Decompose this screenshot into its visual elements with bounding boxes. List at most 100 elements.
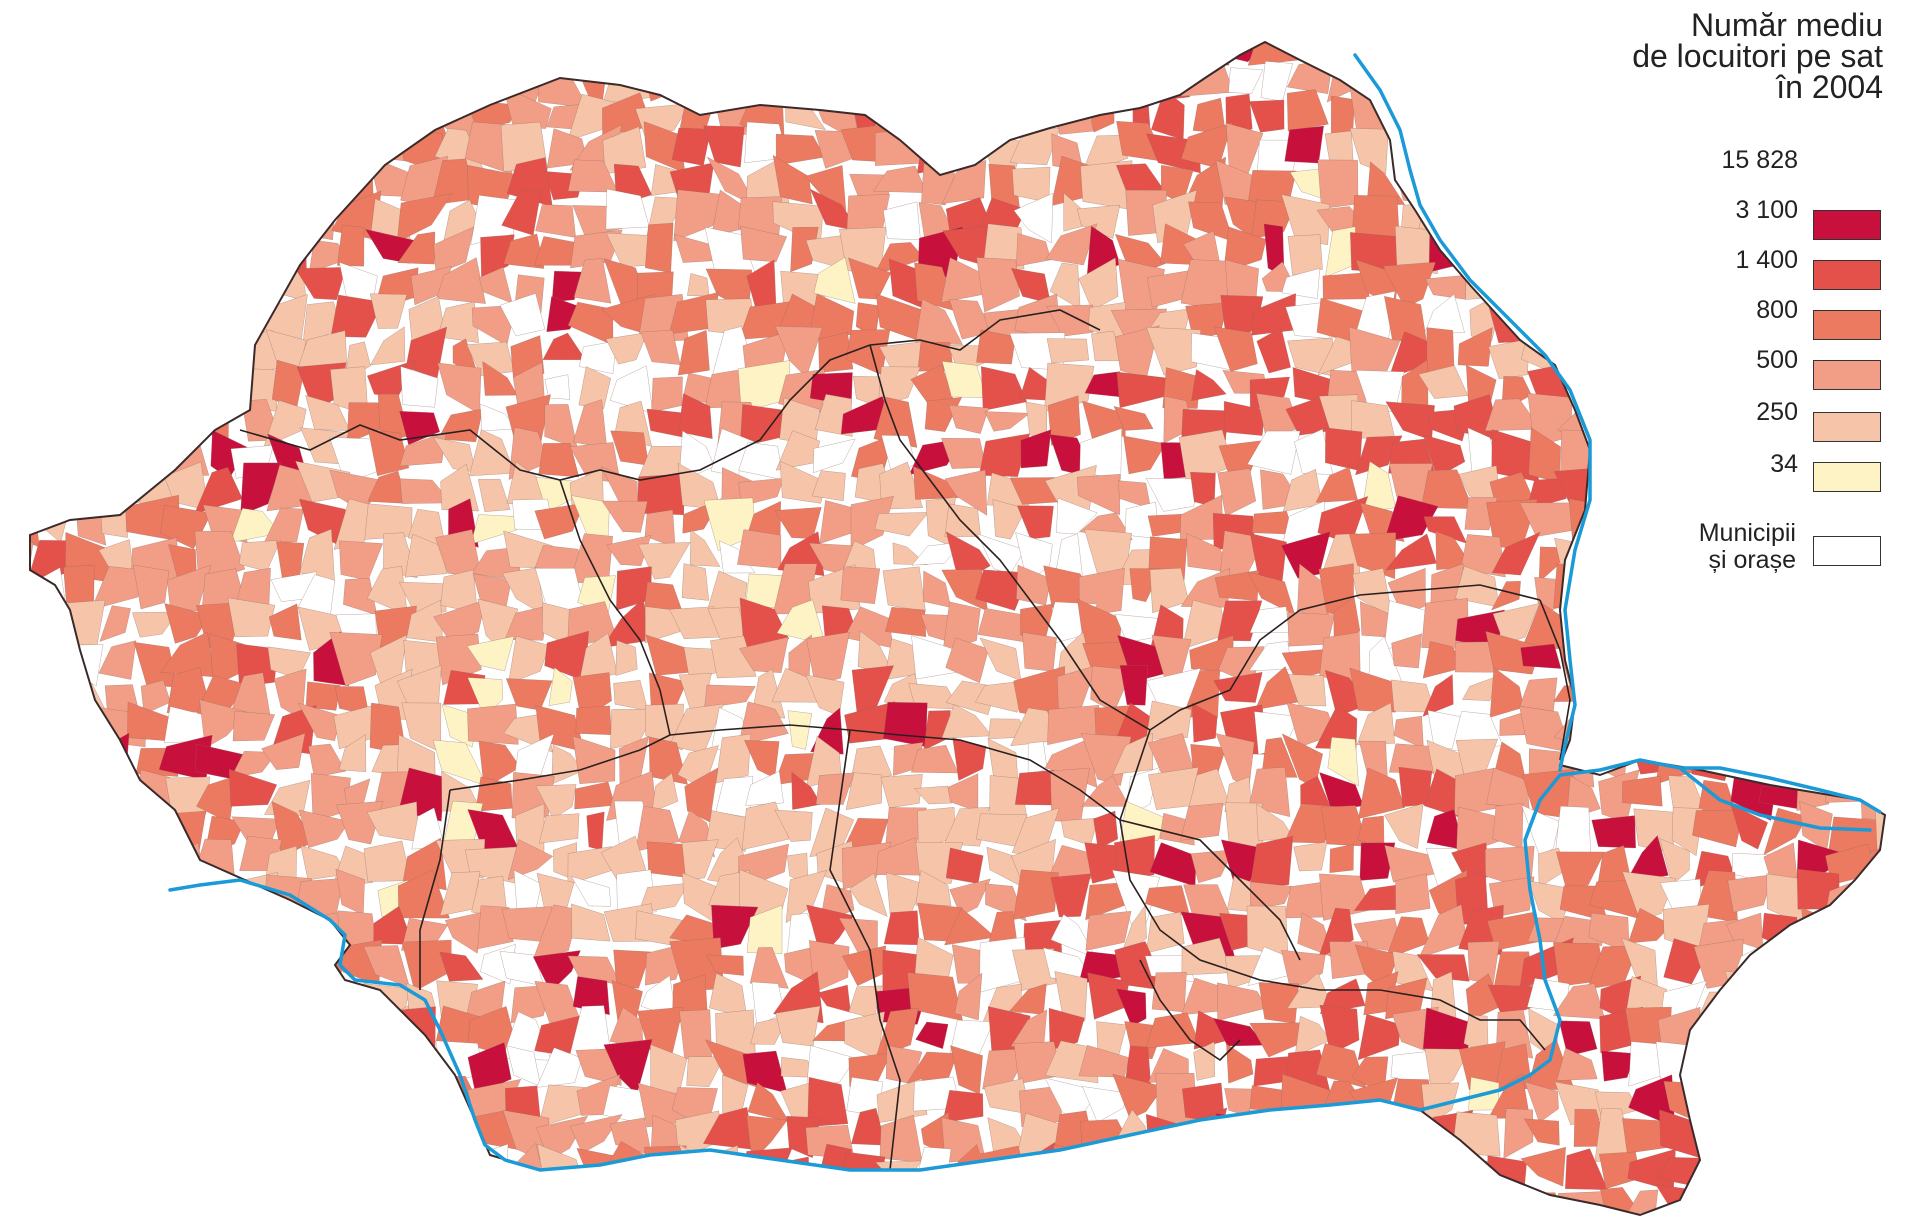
- commune-polygon: [1764, 1142, 1809, 1195]
- commune-polygon: [334, 1182, 379, 1215]
- commune-polygon: [30, 193, 77, 245]
- commune-polygon: [1593, 325, 1634, 379]
- commune-polygon: [746, 1115, 788, 1163]
- commune-polygon: [1417, 122, 1467, 174]
- commune-polygon: [1903, 293, 1913, 330]
- commune-polygon: [979, 53, 1029, 108]
- commune-polygon: [300, 1051, 346, 1095]
- commune-polygon: [270, 137, 313, 175]
- commune-polygon: [370, 87, 418, 137]
- commune-polygon: [363, 983, 411, 1021]
- legend-break-label: 250: [1756, 398, 1798, 426]
- commune-polygon: [1862, 704, 1885, 749]
- commune-polygon: [952, 737, 987, 781]
- commune-polygon: [401, 1140, 439, 1198]
- commune-polygon: [823, 57, 846, 97]
- commune-polygon: [1501, 130, 1528, 168]
- commune-polygon: [1252, 1154, 1303, 1180]
- commune-polygon: [97, 192, 131, 236]
- commune-polygon: [65, 1141, 113, 1185]
- commune-polygon: [1084, 1174, 1117, 1215]
- commune-polygon: [133, 367, 171, 416]
- commune-polygon: [30, 871, 40, 910]
- commune-polygon: [1247, 430, 1301, 475]
- commune-polygon: [745, 770, 784, 806]
- commune-polygon: [1013, 192, 1054, 244]
- commune-polygon: [397, 1211, 452, 1215]
- commune-polygon: [706, 42, 749, 70]
- commune-polygon: [162, 97, 215, 142]
- commune-polygon: [1824, 506, 1879, 539]
- commune-polygon: [36, 1141, 78, 1194]
- commune-polygon: [1658, 267, 1710, 293]
- commune-polygon: [1827, 700, 1873, 753]
- commune-polygon: [681, 839, 719, 882]
- commune-polygon: [1529, 260, 1571, 313]
- commune-polygon: [1465, 127, 1503, 177]
- commune-polygon: [1056, 42, 1087, 73]
- commune-polygon: [538, 813, 580, 844]
- commune-polygon: [741, 801, 790, 851]
- commune-polygon: [58, 42, 111, 59]
- commune-polygon: [30, 776, 43, 820]
- commune-polygon: [1556, 1191, 1610, 1215]
- commune-polygon: [1490, 170, 1535, 210]
- commune-polygon: [197, 1011, 247, 1050]
- commune-polygon: [30, 1190, 45, 1215]
- commune-polygon: [1767, 711, 1809, 746]
- commune-polygon: [260, 42, 308, 74]
- commune-polygon: [1010, 1227, 1062, 1230]
- commune-polygon: [503, 86, 552, 129]
- commune-polygon: [0, 973, 28, 1014]
- commune-polygon: [979, 1221, 1018, 1230]
- commune-polygon: [1531, 190, 1574, 242]
- commune-polygon: [1791, 1021, 1838, 1058]
- commune-polygon: [60, 428, 96, 479]
- commune-polygon: [228, 1149, 276, 1188]
- commune-polygon: [96, 392, 138, 442]
- commune-polygon: [1247, 42, 1300, 66]
- commune-polygon: [944, 469, 988, 516]
- commune-polygon: [1590, 192, 1638, 227]
- commune-polygon: [268, 603, 302, 641]
- commune-polygons: [0, 42, 1913, 1230]
- commune-polygon: [198, 1224, 248, 1230]
- commune-polygon: [873, 1212, 917, 1215]
- commune-polygon: [1727, 874, 1773, 913]
- commune-polygon: [575, 705, 612, 736]
- commune-polygon: [1491, 531, 1541, 576]
- commune-polygon: [1627, 257, 1676, 311]
- commune-polygon: [1591, 815, 1636, 849]
- commune-polygon: [230, 225, 278, 264]
- commune-polygon: [130, 1079, 180, 1129]
- commune-polygon: [1329, 843, 1354, 873]
- commune-polygon: [841, 1212, 885, 1215]
- commune-polygon: [401, 1112, 452, 1158]
- commune-polygon: [331, 42, 371, 71]
- commune-polygon: [1357, 1013, 1401, 1061]
- commune-polygon: [534, 42, 572, 76]
- commune-polygon: [1288, 674, 1327, 707]
- commune-polygon: [1319, 1182, 1369, 1215]
- commune-polygon: [1119, 42, 1152, 62]
- commune-polygon: [1552, 127, 1604, 166]
- commune-polygon: [612, 1226, 655, 1230]
- commune-polygon: [1424, 1048, 1471, 1094]
- commune-polygon: [1894, 938, 1913, 984]
- commune-polygon: [679, 1009, 713, 1061]
- commune-polygon: [30, 326, 41, 377]
- commune-polygon: [308, 1118, 343, 1163]
- commune-polygon: [1046, 338, 1090, 364]
- commune-polygon: [1689, 1021, 1742, 1049]
- commune-polygon: [30, 200, 42, 245]
- commune-polygon: [942, 1090, 984, 1124]
- commune-polygon: [1291, 1216, 1333, 1230]
- commune-polygon: [737, 529, 782, 569]
- commune-polygon: [1487, 190, 1540, 238]
- commune-polygon: [1325, 427, 1363, 472]
- commune-polygon: [1730, 803, 1769, 850]
- commune-polygon: [1630, 293, 1672, 341]
- commune-polygon: [923, 65, 962, 94]
- commune-polygon: [609, 1185, 656, 1215]
- commune-polygon: [839, 57, 889, 101]
